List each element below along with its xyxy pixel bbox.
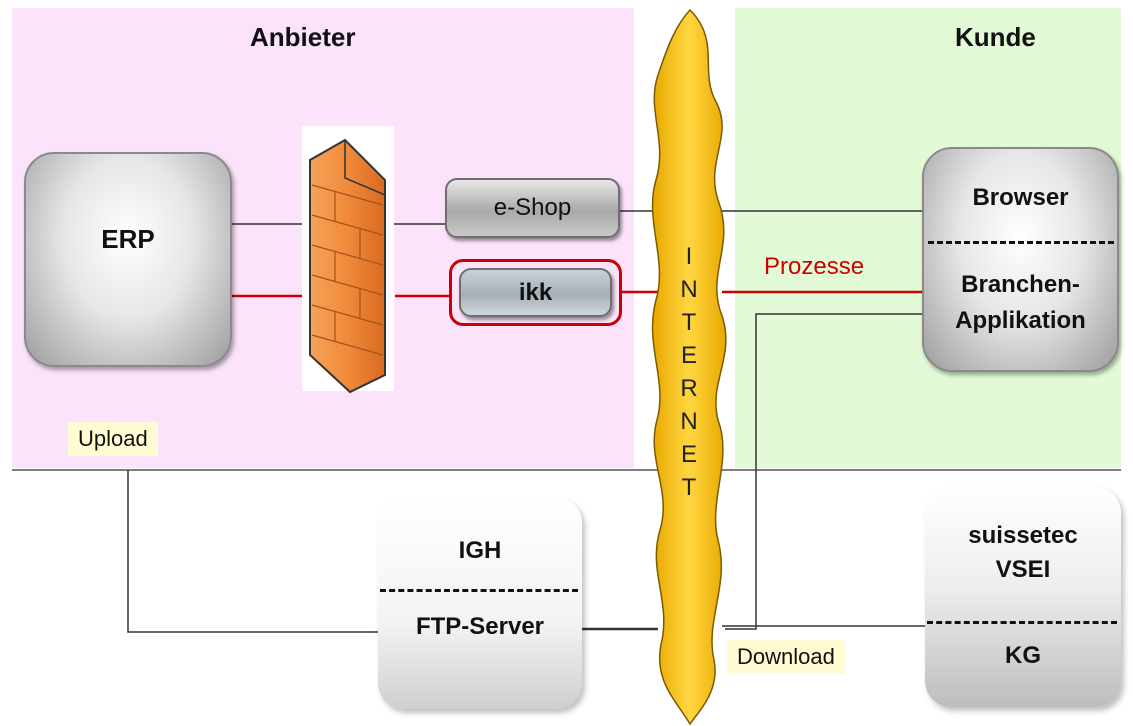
suissetec-label-line1: suissetec	[968, 522, 1078, 549]
internet-letter: N	[680, 408, 698, 435]
erp-label: ERP	[101, 224, 155, 254]
branchen-label-line2: Applikation	[955, 307, 1086, 334]
ftp-label: FTP-Server	[415, 613, 545, 640]
suissetec-kg-node[interactable]: suissetec VSEI KG	[925, 487, 1121, 707]
internet-cloud-shape	[651, 8, 727, 726]
internet-letter: T	[681, 474, 697, 501]
ikk-node[interactable]: ikk	[449, 259, 622, 326]
kunde-title: Kunde	[955, 22, 1036, 52]
internet-letter: R	[680, 375, 698, 402]
kg-label: KG	[1005, 642, 1041, 669]
download-label: Download	[727, 640, 845, 674]
ikk-label: ikk	[518, 278, 553, 306]
firewall-icon	[302, 126, 394, 394]
anbieter-title: Anbieter	[250, 22, 356, 52]
eshop-node[interactable]: e-Shop	[445, 178, 620, 238]
igh-divider	[380, 589, 578, 592]
eshop-label: e-Shop	[493, 194, 572, 221]
browser-label: Browser	[972, 184, 1069, 211]
upload-label: Upload	[68, 422, 158, 456]
kunde-application-node[interactable]: Browser Branchen- Applikation	[922, 147, 1119, 372]
ikk-inner-box: ikk	[459, 268, 612, 317]
download-path	[725, 313, 922, 630]
igh-label: IGH	[458, 537, 502, 564]
internet-letter: N	[680, 276, 698, 303]
internet-letter: I	[685, 243, 693, 270]
suissetec-divider	[927, 621, 1117, 624]
internet-letter: E	[680, 441, 697, 468]
internet-letter: T	[681, 309, 697, 336]
upload-path	[127, 470, 380, 633]
erp-node[interactable]: ERP	[24, 152, 232, 367]
internet-letter: E	[680, 342, 697, 369]
browser-divider	[928, 241, 1114, 244]
igh-ftp-node[interactable]: IGH FTP-Server	[378, 497, 582, 709]
prozesse-label: Prozesse	[764, 253, 865, 280]
internet-label: I N T E R N E T	[672, 240, 706, 504]
suissetec-label-line2: VSEI	[995, 556, 1051, 583]
branchen-label-line1: Branchen-	[961, 271, 1080, 298]
